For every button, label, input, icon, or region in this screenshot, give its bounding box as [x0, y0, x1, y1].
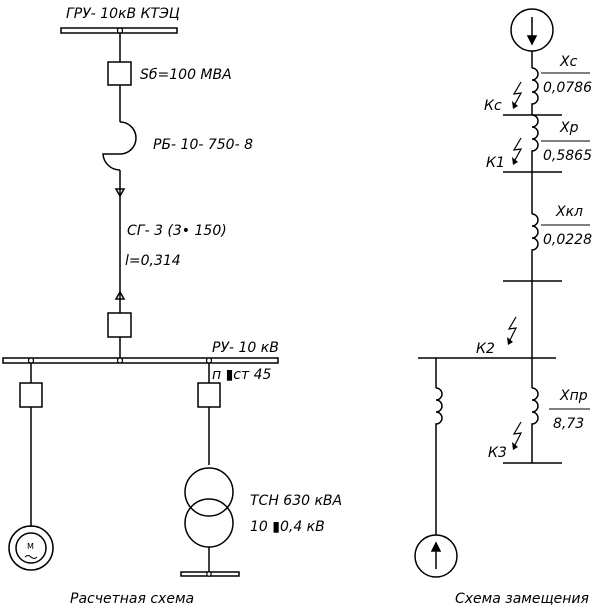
transformer-label: ТСН 630 кВА [250, 493, 342, 509]
motor-source [414, 534, 458, 578]
incoming-breaker [107, 312, 132, 338]
transformer-winding-hv [184, 467, 234, 517]
cable-length-label: l=0,314 [125, 253, 181, 269]
source-breaker [107, 61, 132, 86]
equiv-scheme: Xс 0,0786 Кс Xр 0,5865 К1 Xкл 0,0228 К2 [414, 8, 592, 607]
fault-kc: Кс [484, 98, 502, 114]
calc-scheme-caption: Расчетная схема [70, 591, 194, 607]
reactance-motor [435, 387, 443, 535]
motor-outer [8, 525, 54, 571]
transformer-breaker [197, 382, 221, 408]
reactance-xpr [531, 387, 539, 463]
fault-k1: К1 [486, 155, 505, 171]
motor-breaker [19, 382, 43, 408]
reactance-xp [531, 114, 539, 172]
equiv-scheme-caption: Схема замещения [455, 591, 589, 607]
xp-name: Xр [559, 120, 579, 136]
reactor-symbol [102, 121, 137, 171]
reactance-xc [531, 67, 539, 115]
fault-k2: К2 [476, 341, 495, 357]
bus-note: п ▮ст 45 [212, 367, 272, 383]
cable-type-label: СГ- 3 (3• 150) [127, 223, 227, 239]
motor-symbol: М [27, 542, 34, 551]
transformer-winding-lv [184, 498, 234, 548]
xkl-name: Xкл [555, 204, 583, 220]
transformer-voltage: 10 ▮0,4 кВ [250, 519, 325, 535]
source-bus-label: ГРУ- 10кВ КТЭЦ [66, 6, 180, 22]
bus-label: РУ- 10 кВ [212, 340, 279, 356]
main-busbar [2, 357, 279, 364]
xc-value: 0,0786 [543, 80, 592, 96]
xc-name: Xс [559, 54, 578, 70]
cable-end-top [114, 188, 126, 198]
reactor-label: РБ- 10- 750- 8 [153, 137, 253, 153]
xpr-name: Xпр [559, 388, 588, 404]
system-power-label: Sб=100 МВА [140, 67, 232, 83]
xpr-value: 8,73 [553, 416, 584, 432]
cable-end-bottom [114, 290, 126, 300]
reactance-xkl [531, 213, 539, 358]
motor-tilde [24, 555, 38, 559]
motor-inner [15, 532, 47, 564]
xkl-value: 0,0228 [543, 232, 592, 248]
fault-k3: К3 [488, 445, 507, 461]
calc-scheme: ГРУ- 10кВ КТЭЦ Sб=100 МВА РБ- 10- 750- 8… [2, 6, 342, 607]
xp-value: 0,5865 [543, 148, 592, 164]
